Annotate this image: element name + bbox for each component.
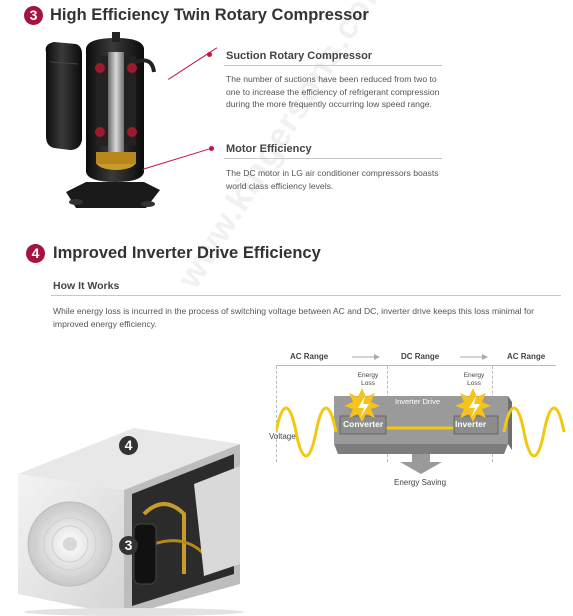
energy-loss-label-left: Energy Loss	[357, 372, 379, 387]
section4-number-badge: 4	[26, 244, 45, 263]
range-label-ac-left: AC Range	[290, 352, 329, 361]
outdoor-unit-image	[18, 428, 244, 616]
divider	[51, 295, 561, 296]
motor-efficiency-heading: Motor Efficiency	[226, 143, 312, 155]
range-label-ac-right: AC Range	[507, 352, 546, 361]
how-it-works-text: While energy loss is incurred in the pro…	[53, 306, 534, 329]
unit-marker-3: 3	[119, 536, 138, 555]
suction-compressor-text: The number of suctions have been reduced…	[226, 74, 440, 110]
section3-number-badge: 3	[24, 6, 43, 25]
separator	[276, 366, 277, 462]
divider	[224, 65, 442, 66]
pointer-line	[168, 47, 218, 80]
range-label-dc: DC Range	[401, 352, 440, 361]
voltage-label: Voltage	[269, 432, 296, 441]
energy-saving-label: Energy Saving	[394, 478, 447, 487]
arrow-right-icon	[352, 354, 380, 360]
section4-title: Improved Inverter Drive Efficiency	[53, 244, 321, 262]
arrow-right-icon	[460, 354, 488, 360]
range-header-rule	[276, 365, 556, 366]
divider	[224, 158, 442, 159]
suction-compressor-heading: Suction Rotary Compressor	[226, 50, 373, 62]
converter-label: Converter	[343, 419, 384, 429]
compressor-image	[45, 32, 160, 208]
inverter-label: Inverter	[455, 419, 487, 429]
how-it-works-heading: How It Works	[53, 280, 120, 292]
motor-efficiency-text: The DC motor in LG air conditioner compr…	[226, 168, 439, 191]
pointer-dot	[209, 146, 214, 151]
inverter-drive-label: Inverter Drive	[395, 397, 441, 406]
section3-title: High Efficiency Twin Rotary Compressor	[50, 6, 369, 24]
inverter-drive-diagram	[276, 388, 566, 474]
pointer-dot	[207, 52, 212, 57]
energy-loss-label-right: Energy Loss	[463, 372, 485, 387]
unit-marker-4: 4	[119, 436, 138, 455]
